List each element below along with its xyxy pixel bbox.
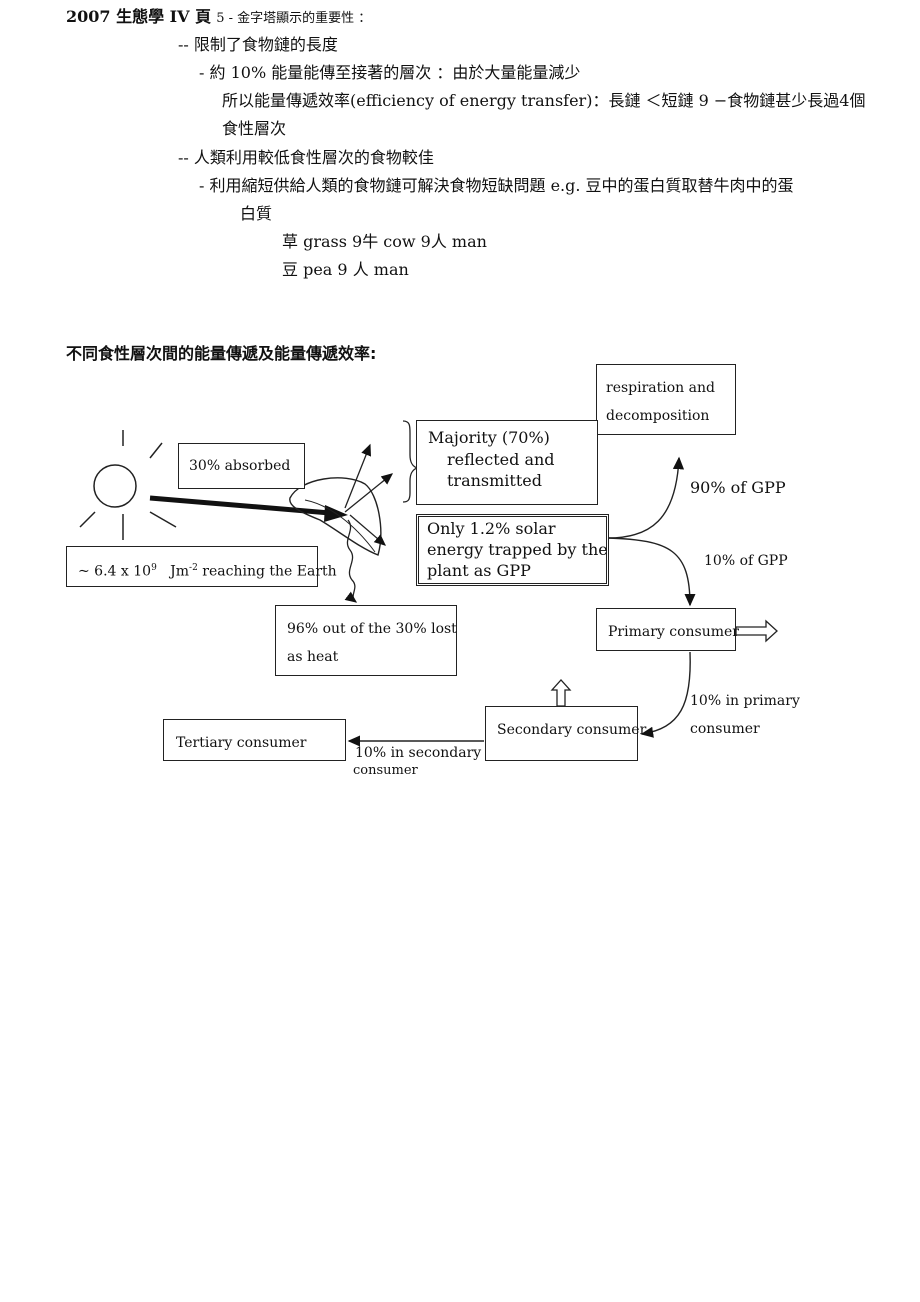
- label-10-gpp: 10% of GPP: [704, 553, 788, 569]
- heat-wavy-arrow: [344, 519, 358, 603]
- absorbed-box: 30% absorbed: [178, 443, 305, 489]
- page-title: 2007 生態學 IV 頁: [66, 7, 212, 26]
- hollow-arrow-right-icon: [735, 619, 778, 643]
- food-chain-2: 豆 pea 9 人 man: [282, 260, 409, 279]
- reflected-arrow-2: [344, 473, 394, 513]
- section-title: 不同食性層次間的能量傳遞及能量傳遞效率:: [66, 344, 377, 363]
- note-line-7: 白質: [240, 204, 273, 223]
- label-10-secondary-2: consumer: [353, 763, 418, 778]
- note-line-4: 食性層次: [222, 119, 287, 138]
- note-line-5: -- 人類利用較低食性層次的食物較佳: [178, 148, 434, 167]
- gpp-box: Only 1.2% solar energy trapped by the pl…: [416, 514, 609, 586]
- respiration-box: respiration and decomposition: [596, 364, 736, 435]
- leaf-icon: [289, 477, 382, 556]
- note-line-2: - 約 10% 能量能傳至接著的層次 ：由於大量能量減少: [199, 63, 581, 82]
- reflected-arrow-1: [344, 443, 371, 509]
- label-90-gpp: 90% of GPP: [690, 478, 786, 497]
- note-line-6: - 利用縮短供給人類的食物鏈可解決食物短缺問題 e.g. 豆中的蛋白質取替牛肉中…: [199, 176, 794, 195]
- label-10-primary-1: 10% in primary: [690, 693, 800, 709]
- header-line: 2007 生態學 IV 頁 5 - 金字塔顯示的重要性 ：: [66, 6, 371, 30]
- topic-title: 5 - 金字塔顯示的重要性 ：: [216, 11, 372, 26]
- hollow-arrow-up-icon: [550, 679, 572, 707]
- sun-icon: [79, 430, 177, 540]
- gpp-90-arrow: [607, 456, 685, 539]
- food-chain-1: 草 grass 9牛 cow 9人 man: [282, 232, 487, 251]
- note-line-3: 所以能量傳遞效率(efficiency of energy transfer)：…: [222, 91, 866, 110]
- label-10-primary-2: consumer: [690, 721, 760, 737]
- majority-box: Majority (70%) reflected and transmitted: [416, 420, 598, 505]
- transmitted-arrow: [349, 514, 386, 546]
- tertiary-consumer-box: Tertiary consumer: [163, 719, 346, 761]
- primary-to-secondary-arrow: [640, 651, 691, 738]
- secondary-consumer-box: Secondary consumer: [485, 706, 646, 761]
- label-10-secondary-1: 10% in secondary: [355, 745, 482, 761]
- earth-energy-box: ~ 6.4 x 109 Jm-2 reaching the Earth: [66, 546, 337, 587]
- sunlight-arrow: [149, 495, 348, 522]
- primary-consumer-box: Primary consumer: [596, 608, 739, 651]
- note-line-1: -- 限制了食物鏈的長度: [178, 35, 338, 54]
- gpp-10-arrow: [607, 537, 696, 607]
- curly-brace: [402, 420, 419, 503]
- heat-loss-box: 96% out of the 30% lost as heat: [275, 605, 457, 676]
